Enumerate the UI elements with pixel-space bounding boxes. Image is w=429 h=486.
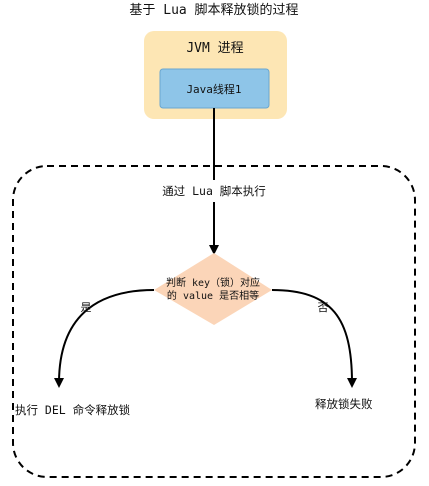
edge-label-background — [128, 181, 300, 199]
decision-text-line2: 的 value 是否相等 — [167, 289, 259, 302]
outcome-release-lock: 执行 DEL 命令释放锁 — [15, 403, 131, 417]
lua-execution-boundary — [12, 165, 416, 478]
jvm-process-label: JVM 进程 — [186, 41, 243, 56]
decision-text-line1: 判断 key（锁）对应 — [166, 276, 260, 289]
no-branch-label: 否 — [318, 301, 329, 314]
diagram-title: 基于 Lua 脚本释放锁的过程 — [129, 2, 298, 18]
java-thread-label: Java线程1 — [186, 82, 241, 96]
yes-branch-arrow — [54, 289, 155, 388]
outcome-release-failed: 释放锁失败 — [315, 397, 373, 411]
decision-diamond — [154, 253, 272, 325]
yes-branch-label: 是 — [81, 301, 92, 314]
no-branch-arrow — [271, 289, 357, 388]
lua-execution-edge-label: 通过 Lua 脚本执行 — [162, 184, 266, 198]
